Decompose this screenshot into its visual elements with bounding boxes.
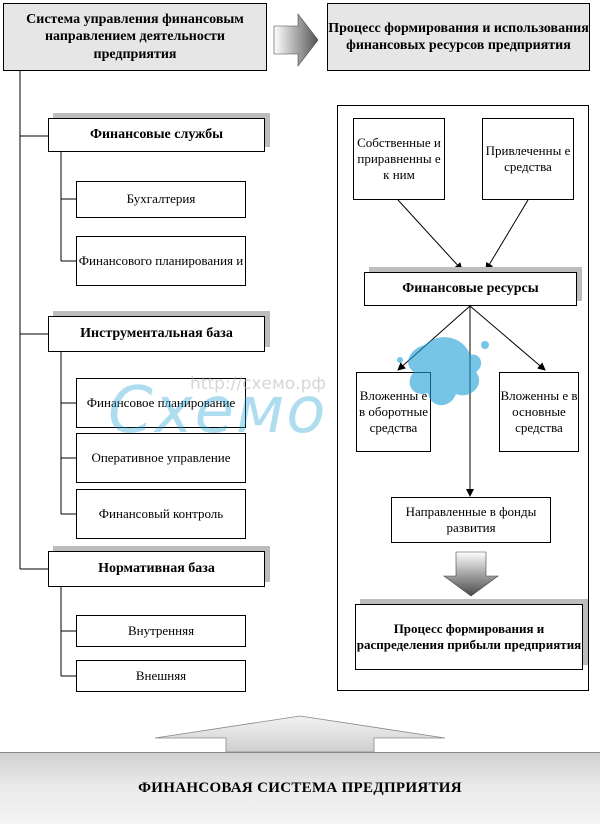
- item-accounting: Бухгалтерия: [76, 181, 246, 218]
- up-block-arrow: [154, 715, 446, 753]
- section-title-tool-base: Инструментальная база: [48, 316, 265, 352]
- item-financial-planning-dept: Финансового планирования и: [76, 236, 246, 286]
- box-development-funds: Направленные в фонды развития: [391, 497, 551, 543]
- arrow-to-fixed: [469, 305, 546, 371]
- right-header-box: Процесс формирования и использования фин…: [327, 3, 590, 71]
- bottom-banner-title: ФИНАНСОВАЯ СИСТЕМА ПРЕДПРИЯТИЯ: [138, 780, 462, 796]
- section-title-regulatory-base: Нормативная база: [48, 551, 265, 587]
- arrow-own-to-resources: [397, 199, 463, 271]
- arrow-borrowed-to-resources: [485, 199, 529, 271]
- left-header-box: Система управления финансовым направлени…: [3, 3, 267, 71]
- box-borrowed-funds: Привлеченны е средства: [482, 118, 574, 200]
- item-external: Внешняя: [76, 660, 246, 692]
- item-financial-planning: Финансовое планирование: [76, 378, 246, 428]
- box-financial-resources: Финансовые ресурсы: [364, 272, 577, 306]
- right-header-title: Процесс формирования и использования фин…: [328, 20, 589, 54]
- item-operational-management: Оперативное управление: [76, 433, 246, 483]
- section-title-financial-services: Финансовые службы: [48, 118, 265, 152]
- item-internal: Внутренняя: [76, 615, 246, 647]
- box-profit-process: Процесс формирования и распределения при…: [355, 604, 583, 670]
- watermark-logo: Схемо: [108, 374, 328, 448]
- item-financial-control: Финансовый контроль: [76, 489, 246, 539]
- left-header-title: Система управления финансовым направлени…: [26, 11, 244, 62]
- box-working-capital: Вложенны е в оборотные средства: [356, 372, 431, 452]
- box-fixed-assets: Вложенны е в основные средства: [499, 372, 579, 452]
- down-block-arrow: [443, 551, 499, 597]
- watermark-url: http://схемо.рф: [190, 374, 326, 394]
- box-own-funds: Собственные и приравненны е к ним: [353, 118, 445, 200]
- header-arrow: [273, 13, 319, 67]
- bottom-banner: ФИНАНСОВАЯ СИСТЕМА ПРЕДПРИЯТИЯ: [0, 752, 600, 824]
- right-process-frame: [337, 105, 589, 691]
